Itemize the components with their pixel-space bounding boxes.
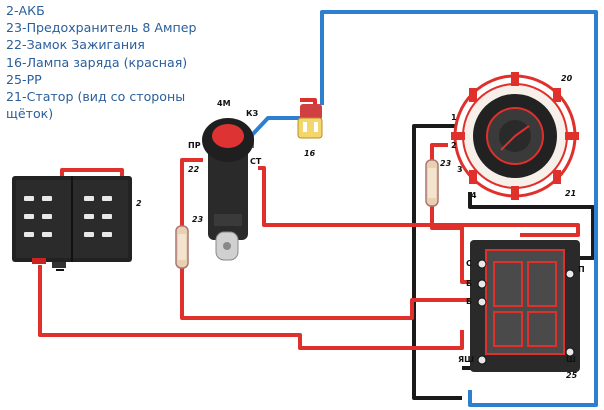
regulator-number: 25 — [566, 371, 578, 380]
svg-text:4М: 4М — [217, 99, 231, 108]
fuse-left: 23 — [175, 215, 204, 269]
wire-red-stator-fuse — [430, 143, 448, 160]
legend: 2-АКБ 23-Предохранитель 8 Ампер 22-Замок… — [6, 2, 196, 122]
battery-terminal-plus — [32, 258, 46, 264]
svg-text:ЯШ: ЯШ — [458, 355, 474, 364]
ignition-switch: 4М КЗ ПР СТ 22 — [188, 99, 262, 261]
battery-number: 2 — [136, 199, 142, 208]
wire-red-st — [258, 166, 580, 237]
battery-terminal-minus — [52, 262, 66, 268]
svg-text:Б: Б — [466, 297, 472, 306]
svg-text:П: П — [578, 265, 585, 274]
svg-text:3: 3 — [457, 165, 463, 174]
fuse-left-number: 23 — [192, 215, 204, 224]
svg-text:1: 1 — [451, 113, 457, 122]
wire-blue-lamp — [320, 10, 598, 407]
battery: 2 — [12, 176, 142, 271]
legend-item-ignition: 22-Замок Зажигания — [6, 37, 145, 53]
svg-text:21: 21 — [565, 189, 576, 198]
legend-item-battery: 2-АКБ — [6, 3, 45, 18]
svg-text:Ш: Ш — [566, 355, 576, 364]
stator: 20 21 1 2 3 4 — [451, 72, 579, 200]
svg-text:20: 20 — [561, 74, 573, 83]
legend-item-fuse: 23-Предохранитель 8 Ампер — [6, 20, 197, 36]
lamp-number: 16 — [304, 149, 316, 158]
fuse-right-number: 23 — [440, 159, 452, 168]
wire-black-stator4 — [468, 192, 595, 260]
wire-blue-k3 — [250, 116, 302, 148]
regulator: С Б Б П ЯШ Ш 25 — [458, 240, 585, 380]
legend-item-stator-cont: щёток) — [6, 106, 54, 122]
svg-text:Б: Б — [466, 279, 472, 288]
wire-red-fuse-down — [180, 265, 486, 320]
legend-item-lamp: 16-Лампа заряда (красная) — [6, 54, 188, 70]
legend-item-regulator: 25-РР — [6, 71, 42, 87]
wire-red-battery-down — [38, 265, 464, 350]
fuse-right: 23 — [425, 159, 452, 207]
svg-text:ПР: ПР — [188, 141, 201, 150]
wire-red-ignition-fuse — [180, 158, 203, 228]
ignition-number: 22 — [188, 165, 200, 174]
svg-text:2: 2 — [451, 141, 457, 150]
charge-lamp: 16 — [297, 104, 323, 158]
legend-item-stator: 21-Статор (вид со стороны — [6, 89, 186, 105]
svg-text:С: С — [466, 259, 472, 268]
wire-black-stator1 — [412, 124, 462, 400]
svg-text:СТ: СТ — [250, 157, 262, 166]
svg-text:КЗ: КЗ — [246, 109, 259, 118]
svg-text:4: 4 — [471, 191, 477, 200]
